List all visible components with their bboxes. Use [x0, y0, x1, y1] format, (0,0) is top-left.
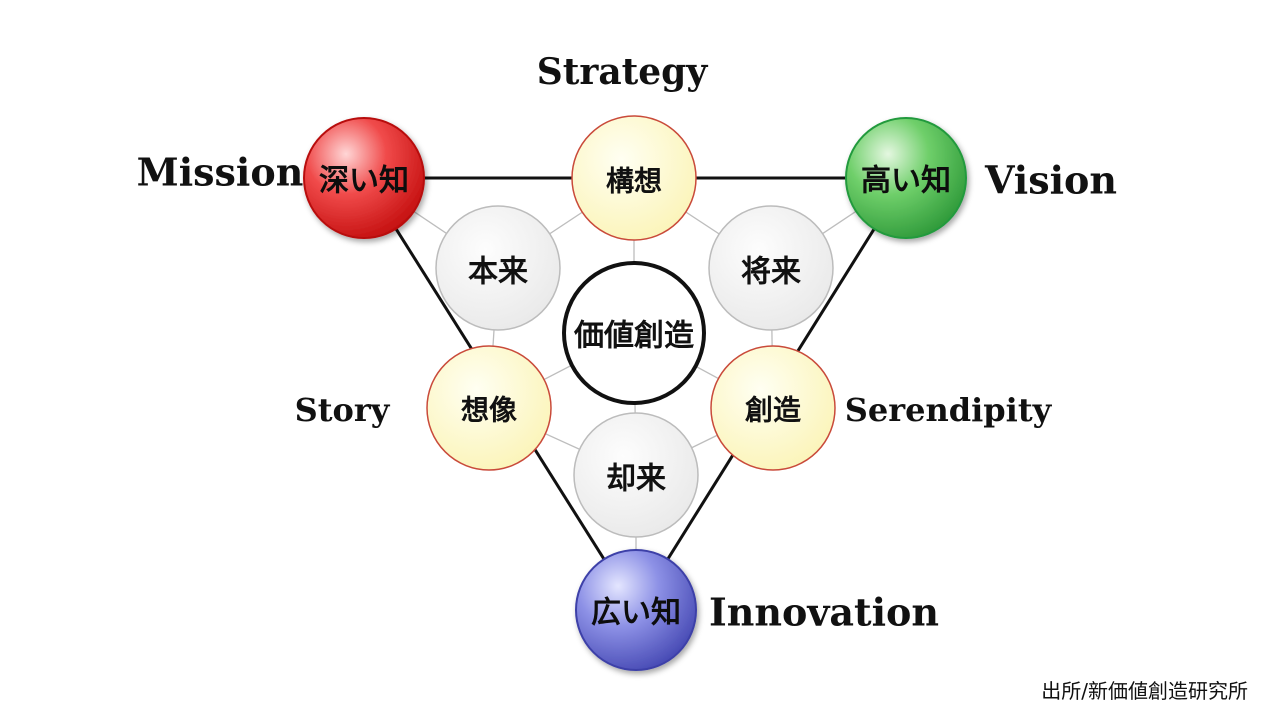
node-kyakurai-label: 却来: [606, 462, 666, 497]
node-center: 価値創造: [562, 261, 706, 405]
node-wide: 広い知: [575, 549, 697, 671]
label-strategy: Strategy: [537, 51, 709, 93]
node-deep-label: 深い知: [319, 164, 409, 199]
node-shourai: 将来: [708, 205, 834, 331]
node-souzou-create: 創造: [710, 345, 836, 471]
node-honrai-label: 本来: [468, 255, 528, 290]
node-souzou-imagine: 想像: [426, 345, 552, 471]
source-caption: 出所/新価値創造研究所: [1041, 679, 1248, 703]
label-mission: Mission: [137, 150, 304, 195]
node-souzou-imagine-label: 想像: [461, 394, 518, 427]
node-honrai: 本来: [435, 205, 561, 331]
label-innovation: Innovation: [709, 590, 939, 635]
node-wide-label: 広い知: [591, 596, 681, 631]
node-kousou: 構想: [571, 115, 697, 241]
label-story: Story: [295, 391, 391, 429]
node-kyakurai: 却来: [573, 412, 699, 538]
node-kousou-label: 構想: [606, 165, 662, 198]
node-center-label: 価値創造: [573, 319, 694, 354]
label-vision: Vision: [984, 158, 1117, 203]
node-high-label: 高い知: [861, 164, 951, 199]
node-high: 高い知: [845, 117, 967, 239]
node-deep: 深い知: [303, 117, 425, 239]
node-souzou-create-label: 創造: [745, 394, 801, 427]
label-serendipity: Serendipity: [845, 391, 1053, 429]
node-shourai-label: 将来: [741, 255, 801, 290]
